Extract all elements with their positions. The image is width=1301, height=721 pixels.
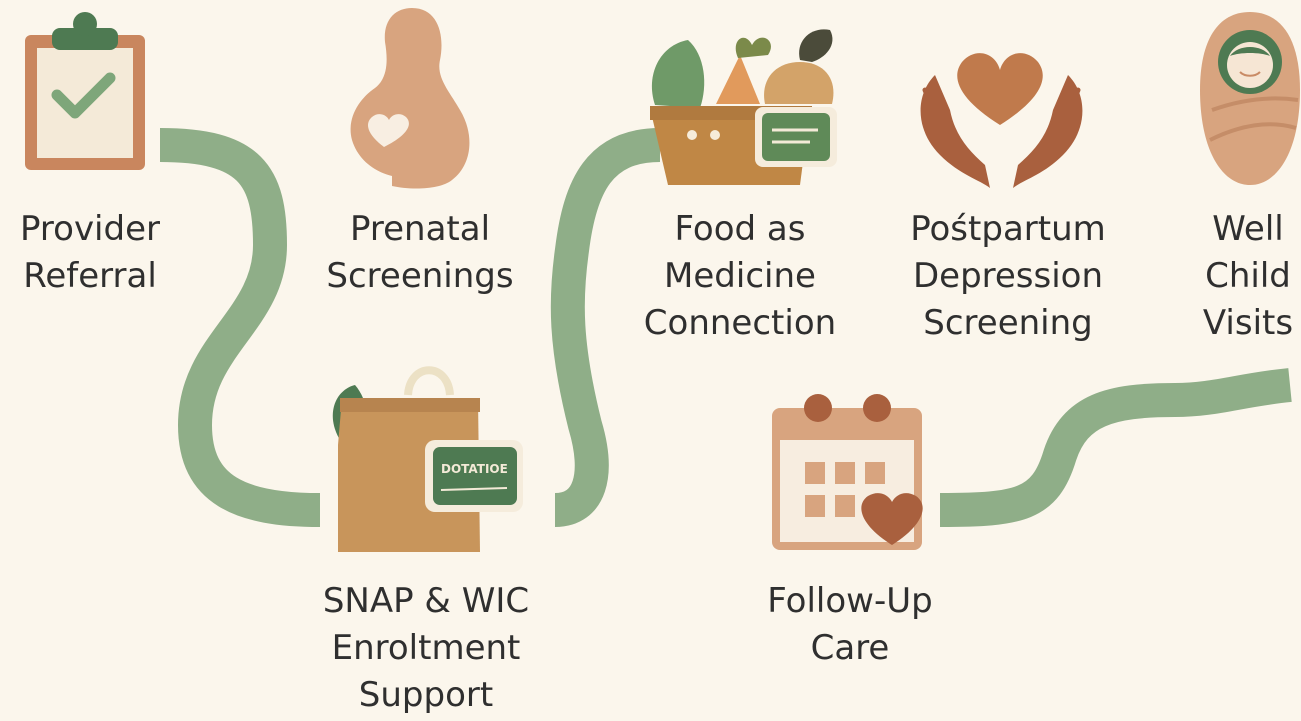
grocery-bag-icon: DOTATIOE [332,366,523,552]
path-followup-to-wellchild [939,368,1292,527]
journey-path [159,128,1292,527]
hands-heart-icon [920,53,1083,188]
pregnant-heart-icon [350,8,470,189]
calendar-heart-icon [772,394,923,550]
path-snap-to-food [550,128,661,527]
clipboard-check-icon [25,12,145,170]
card-label: DOTATIOE [441,462,508,476]
swaddled-baby-icon [1200,12,1300,185]
path-referral-to-snap [159,128,321,527]
produce-basket-icon [650,29,837,185]
